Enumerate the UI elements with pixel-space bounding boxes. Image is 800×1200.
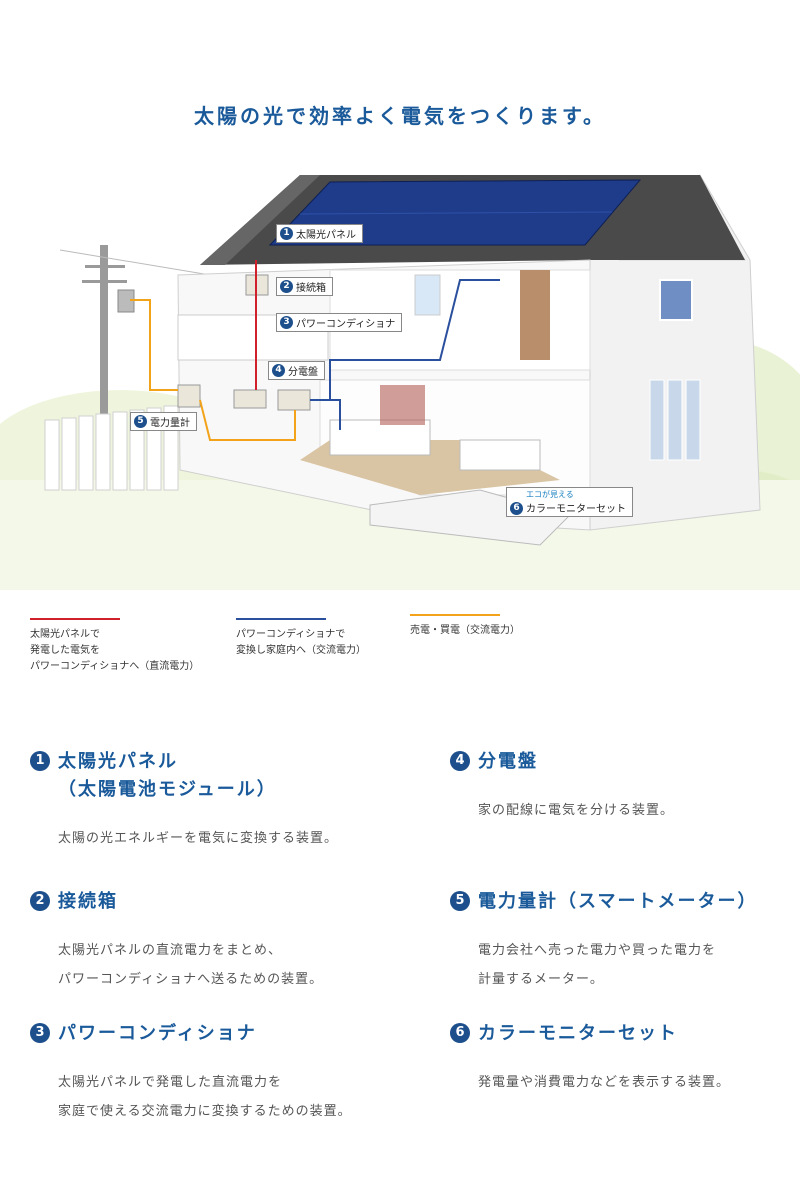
callout-number: 4 [272,364,285,377]
legend-line-red [30,618,120,620]
callout-power-conditioner: 3 パワーコンディショナ [276,313,403,332]
item-title: 電力量計（スマートメーター） [478,891,758,912]
legend-dc: 太陽光パネルで 発電した電気を パワーコンディショナへ（直流電力） [30,618,199,675]
callout-junction-box: 2 接続箱 [276,277,333,296]
legend-line-blue [236,618,326,620]
legend-line-orange [410,614,500,616]
callout-power-meter: 5 電力量計 [130,412,197,431]
item-number: 6 [450,1023,470,1043]
item-description: 発電量や消費電力などを表示する装置。 [478,1075,731,1090]
item-title: パワーコンディショナ [58,1023,257,1044]
callout-color-monitor: 6 エコが見える カラーモニターセット [506,487,633,517]
item-solar-panel: 1 太陽光パネル （太陽電池モジュール） 太陽の光エネルギーを電気に変換する装置… [30,748,338,853]
item-number: 3 [30,1023,50,1043]
callout-label: 分電盤 [288,367,318,378]
callout-label: 接続箱 [296,283,326,294]
legend-sell-buy: 売電・買電（交流電力） [410,614,520,639]
item-number: 2 [30,891,50,911]
callout-solar-panel: 1 太陽光パネル [276,224,363,243]
item-title: カラーモニターセット [478,1023,678,1044]
item-title: 接続箱 [58,891,118,912]
item-title: 分電盤 [478,751,538,772]
item-description: 家の配線に電気を分ける装置。 [478,803,675,818]
callout-number: 1 [280,227,293,240]
callout-number: 3 [280,316,293,329]
item-junction-box: 2 接続箱 太陽光パネルの直流電力をまとめ、 パワーコンディショナへ送るための装… [30,888,323,994]
callout-sublabel: エコが見える [526,490,574,499]
callout-label: 電力量計 [150,418,190,429]
legend-text: 太陽光パネルで 発電した電気を パワーコンディショナへ（直流電力） [30,629,200,672]
page-title: 太陽の光で効率よく電気をつくります。 [194,104,606,128]
house-illustration [0,174,800,590]
item-power-meter: 5 電力量計（スマートメーター） 電力会社へ売った電力や買った電力を 計量するメ… [450,888,757,994]
item-number: 5 [450,891,470,911]
item-power-conditioner: 3 パワーコンディショナ 太陽光パネルで発電した直流電力を 家庭で使える交流電力… [30,1020,352,1126]
legend-text: パワーコンディショナで 変換し家庭内へ（交流電力） [236,629,366,656]
item-description: 太陽の光エネルギーを電気に変換する装置。 [58,831,339,846]
item-description: 電力会社へ売った電力や買った電力を 計量するメーター。 [478,943,717,987]
item-color-monitor: 6 カラーモニターセット 発電量や消費電力などを表示する装置。 [450,1020,730,1097]
callout-distribution-board: 4 分電盤 [268,361,325,380]
item-description: 太陽光パネルの直流電力をまとめ、 パワーコンディショナへ送るための装置。 [58,943,324,987]
callout-number: 5 [134,415,147,428]
item-title: 太陽光パネル （太陽電池モジュール） [58,751,277,800]
item-description: 太陽光パネルで発電した直流電力を 家庭で使える交流電力に変換するための装置。 [58,1075,352,1119]
item-number: 4 [450,751,470,771]
legend-ac-home: パワーコンディショナで 変換し家庭内へ（交流電力） [236,618,366,659]
callout-label: パワーコンディショナ [296,319,396,330]
callout-number: 2 [280,280,293,293]
item-number: 1 [30,751,50,771]
legend-text: 売電・買電（交流電力） [410,625,520,636]
item-distribution-board: 4 分電盤 家の配線に電気を分ける装置。 [450,748,674,825]
callout-label: 太陽光パネル [296,230,356,241]
callout-number: 6 [510,502,523,515]
callout-label: カラーモニターセット [526,504,626,515]
